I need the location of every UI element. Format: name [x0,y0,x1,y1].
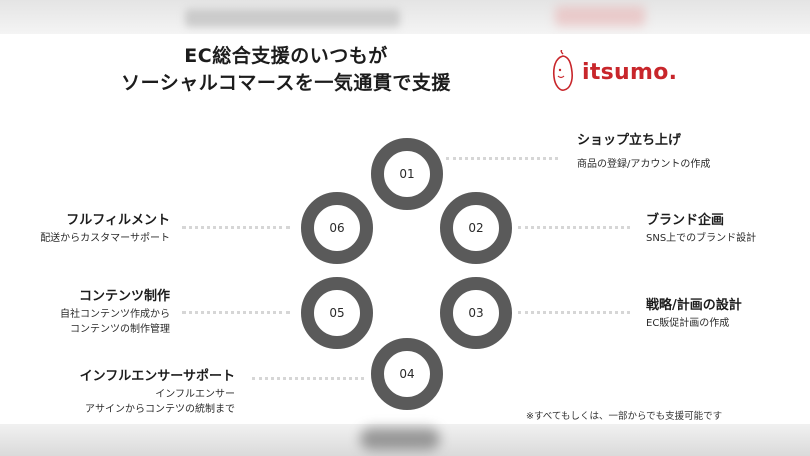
step-ring-05: 05 [301,277,373,349]
step-title-03: 戦略/計画の設計 [646,298,742,313]
step-desc-04-line2: アサインからコンテツの統制まで [85,404,235,415]
connector-03 [518,311,630,314]
slide-title-line1: EC総合支援のいつもが [184,45,388,67]
step-desc-04-line1: インフルエンサー [155,389,235,400]
connector-02 [518,226,630,229]
slide-title-line2: ソーシャルコマースを一気通貫で支援 [121,72,451,94]
step-desc-03: EC販促計画の作成 [646,318,730,329]
step-desc-05-line2: コンテンツの制作管理 [70,324,170,335]
step-ring-04: 04 [371,338,443,410]
step-desc-02: SNS上でのブランド設計 [646,233,757,244]
footnote: ※すべてもしくは、一部からでも支援可能です [526,411,723,422]
step-ring-03: 03 [440,277,512,349]
connector-01 [446,157,558,160]
step-desc-06: 配送からカスタマーサポート [40,233,170,244]
step-desc-05-line1: 自社コンテンツ作成から [60,309,170,320]
itsumo-logo: itsumo. [548,48,698,98]
blurred-background-bottom [0,424,810,456]
blurred-text [185,9,400,27]
logo-text: itsumo. [582,60,678,85]
step-ring-01: 01 [371,138,443,210]
step-title-06: フルフィルメント [66,213,170,228]
blurred-logo [555,6,645,26]
pepper-icon [552,50,573,91]
step-ring-02: 02 [440,192,512,264]
connector-06 [182,226,290,229]
step-title-05: コンテンツ制作 [78,289,170,304]
step-title-01: ショップ立ち上げ [577,133,682,148]
step-title-04: インフルエンサーサポート [79,369,235,384]
blurred-background-top [0,0,810,34]
step-title-02: ブランド企画 [646,213,725,228]
step-ring-06: 06 [301,192,373,264]
connector-04 [252,377,364,380]
blurred-ring [360,428,440,450]
slide: EC総合支援のいつもが ソーシャルコマースを一気通貫で支援 itsumo. 01… [0,34,810,424]
connector-05 [182,311,290,314]
step-desc-01: 商品の登録/アカウントの作成 [577,159,711,170]
